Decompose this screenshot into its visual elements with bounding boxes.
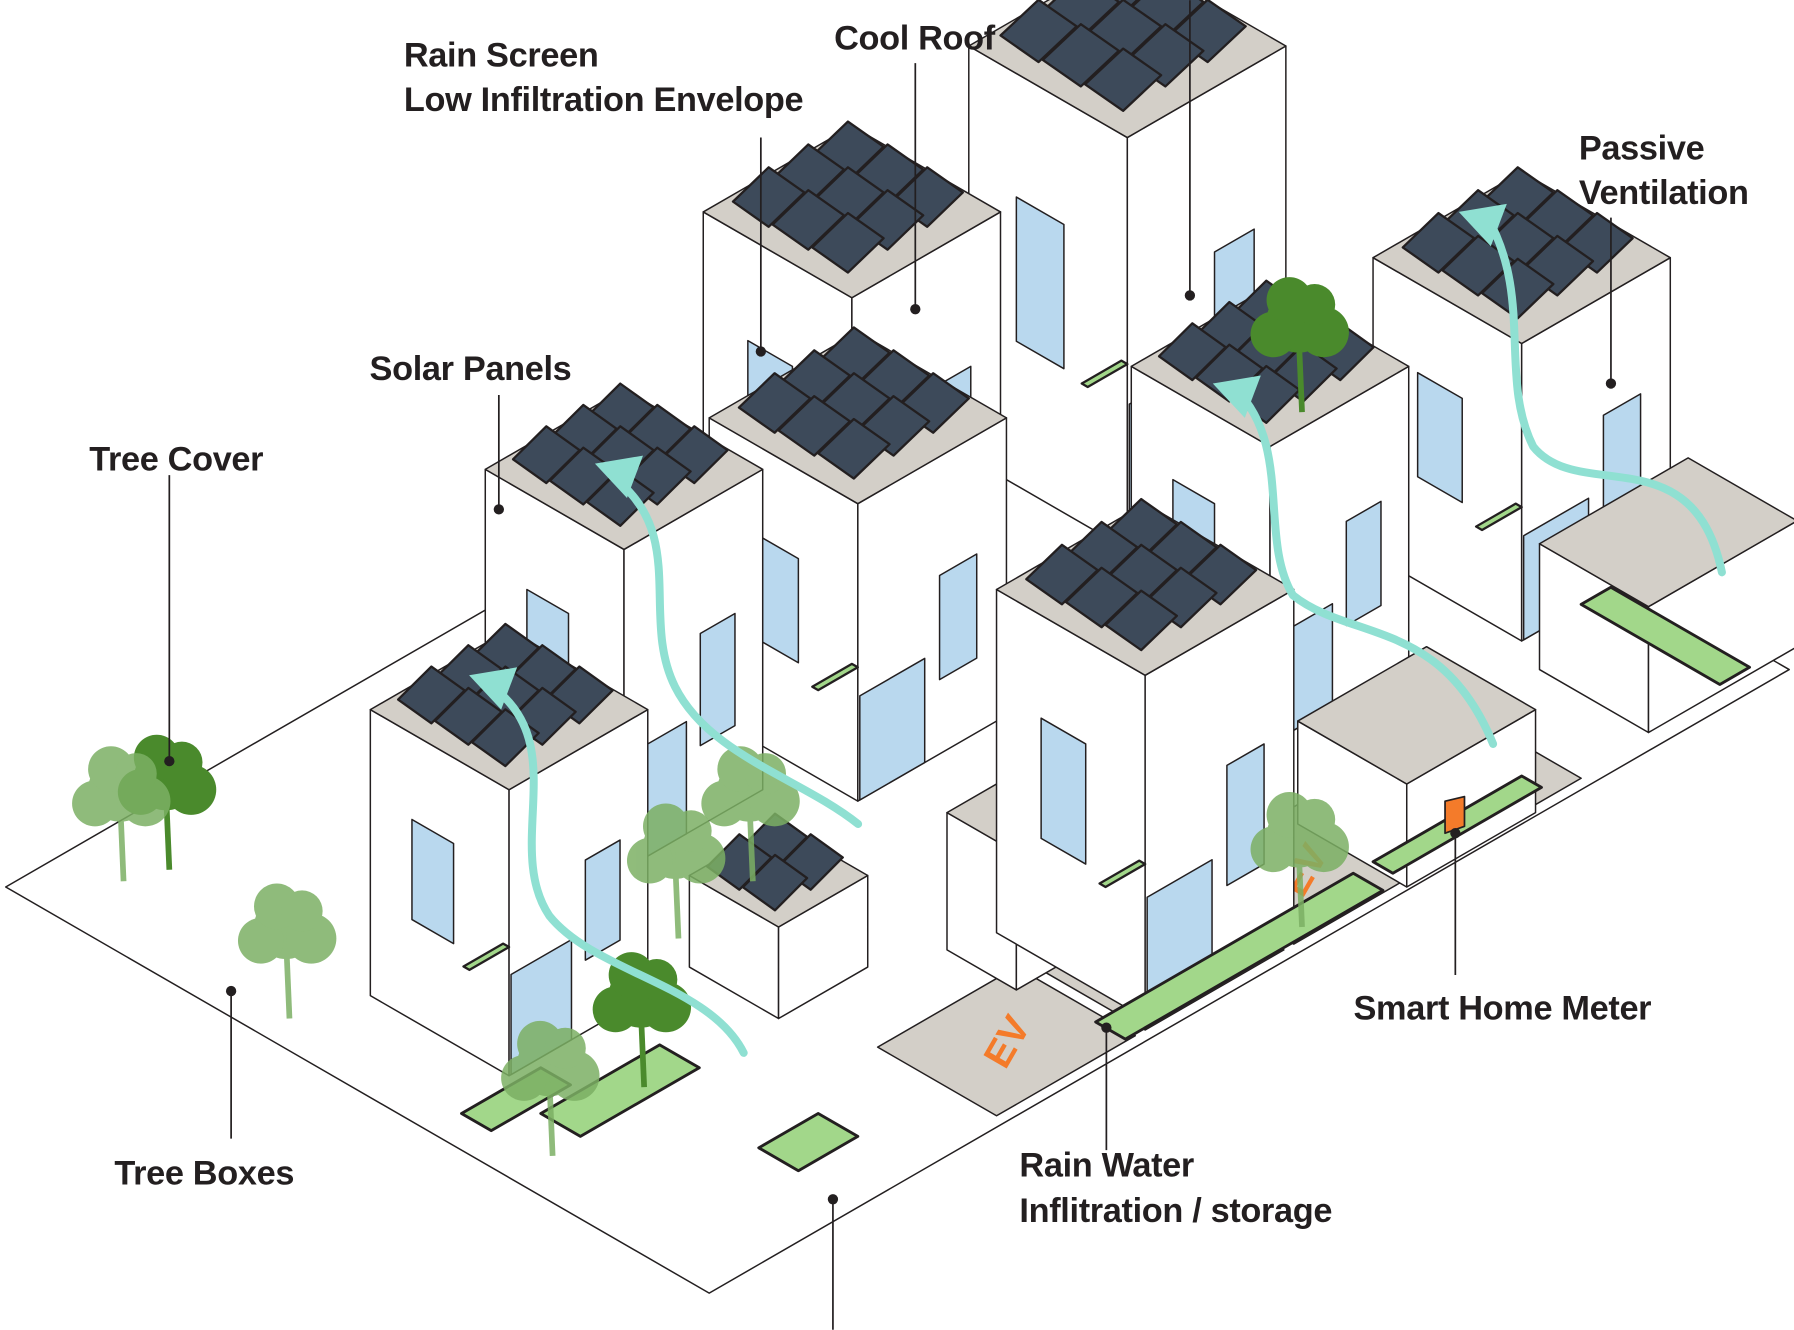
window <box>411 818 455 945</box>
window <box>1040 717 1087 865</box>
label-passive: Passive <box>1579 129 1704 167</box>
green-terrace <box>462 942 511 972</box>
tree-icon <box>701 746 800 882</box>
buildings <box>369 0 1794 1173</box>
green-terrace <box>1474 502 1523 532</box>
arrow-head-icon <box>594 455 644 498</box>
window <box>699 612 736 747</box>
tree-icon <box>501 1020 600 1156</box>
planter-box <box>1094 871 1385 1041</box>
cool-roof <box>1538 457 1794 608</box>
label-ventilation: Ventilation <box>1579 174 1749 212</box>
cool-roof <box>1297 645 1537 785</box>
label-low-infiltration: Low Infiltration Envelope <box>404 81 803 119</box>
window <box>1015 196 1065 370</box>
airflow-arrow <box>613 476 863 829</box>
tree-icon <box>72 746 171 882</box>
solar-panel <box>811 211 885 274</box>
label-cool-roof: Cool Roof <box>834 19 996 57</box>
trees <box>72 277 1349 1156</box>
window <box>938 553 978 681</box>
arrow-head-icon <box>469 667 518 710</box>
solar-panel <box>817 417 891 480</box>
airflow-arrow <box>1231 385 1498 748</box>
building-wall-right <box>1647 521 1794 734</box>
planter-box <box>1579 585 1751 686</box>
labels: Rain Screen Low Infiltration Envelope Co… <box>89 19 1749 1230</box>
building <box>995 497 1295 1020</box>
tree-icon <box>237 883 337 1019</box>
tree-icon <box>1250 277 1349 413</box>
rain-screen-glass <box>859 657 926 801</box>
green-terrace <box>1098 859 1147 889</box>
solar-panel <box>741 853 809 912</box>
label-rain-screen: Rain Screen <box>404 37 599 75</box>
green-terrace <box>1080 359 1129 389</box>
arrow-head-icon <box>1212 375 1261 418</box>
label-smart-home-meter: Smart Home Meter <box>1354 990 1652 1028</box>
window <box>1416 371 1463 504</box>
label-rain-water: Rain Water <box>1019 1146 1194 1184</box>
planter-box <box>539 1043 701 1138</box>
airflow-arrow <box>487 682 748 1057</box>
solar-panel <box>585 467 655 527</box>
building <box>688 812 869 1020</box>
solar-panel <box>1083 47 1163 113</box>
building <box>1538 457 1794 734</box>
airflow-arrows <box>469 203 1726 1057</box>
smart-home-meter <box>1444 795 1466 835</box>
solar-panel <box>1041 23 1121 88</box>
leader-lines <box>164 0 1617 1330</box>
ev-parking-space <box>876 966 1136 1117</box>
arrow-head-icon <box>1458 203 1507 247</box>
tree-icon <box>626 803 726 939</box>
solar-panel <box>1104 589 1179 652</box>
planter-box <box>757 1112 860 1173</box>
label-tree-boxes: Tree Boxes <box>114 1154 294 1192</box>
label-solar-panels: Solar Panels <box>370 350 572 388</box>
window <box>1345 500 1382 627</box>
window <box>584 839 621 961</box>
solar-panel <box>999 0 1078 64</box>
building <box>708 326 1008 802</box>
label-inflitration-storage: Inflitration / storage <box>1019 1192 1332 1230</box>
label-tree-cover: Tree Cover <box>89 440 263 478</box>
tree-icon <box>1250 791 1349 928</box>
airflow-arrow <box>1483 213 1726 577</box>
green-terrace <box>811 662 859 692</box>
